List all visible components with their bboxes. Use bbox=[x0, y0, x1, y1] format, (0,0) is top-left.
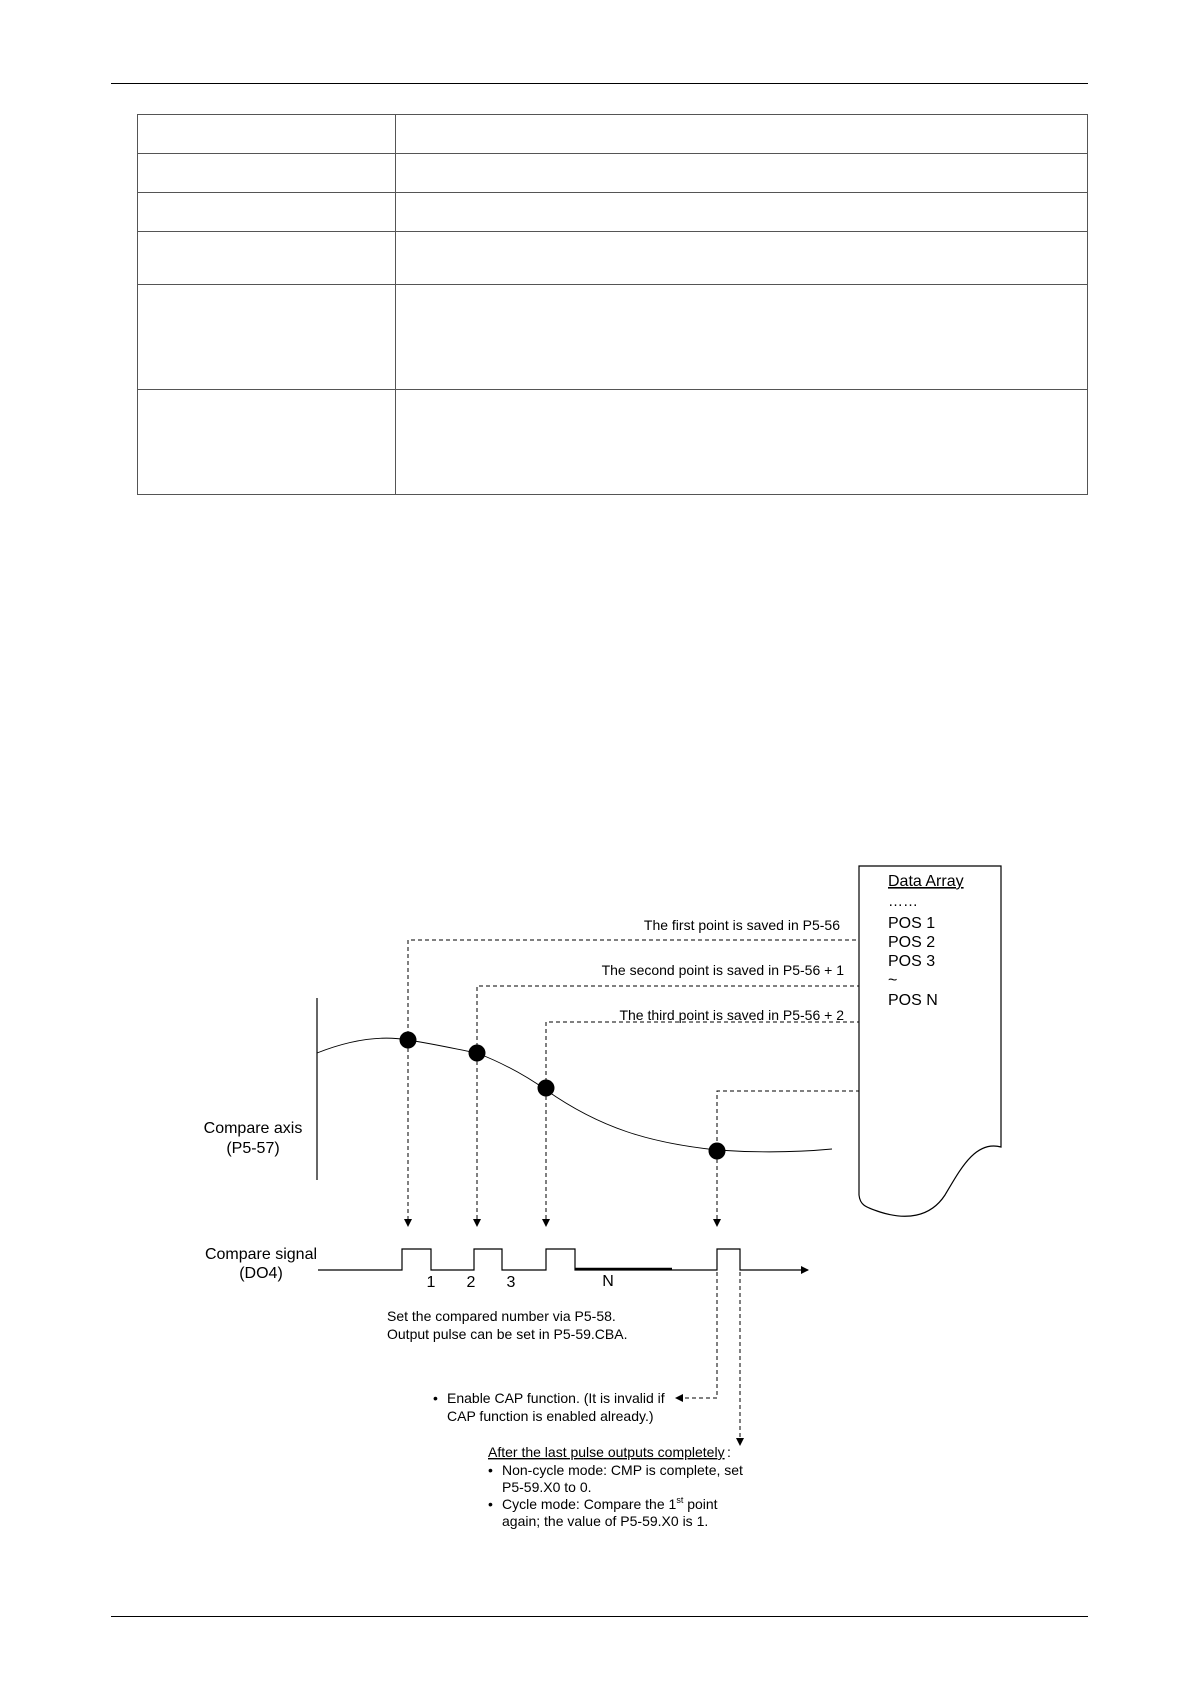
save-line-2 bbox=[476, 985, 859, 1047]
note-last-pulse-colon: : bbox=[727, 1444, 731, 1460]
compare-point-n bbox=[708, 1142, 726, 1160]
table-row bbox=[137, 153, 1088, 193]
save-line-3 bbox=[545, 1021, 859, 1082]
save-label-first: The first point is saved in P5-56 bbox=[644, 917, 840, 933]
note-cycle-a: Cycle mode: Compare the 1 bbox=[502, 1496, 677, 1512]
table-row bbox=[137, 284, 1088, 390]
save-line-n bbox=[716, 1090, 859, 1148]
data-array-item: POS 1 bbox=[888, 915, 935, 932]
parameter-name-cell bbox=[137, 389, 396, 495]
compare-point-1 bbox=[399, 1031, 417, 1049]
note-cycle-cont: again; the value of P5-59.X0 is 1. bbox=[502, 1513, 708, 1529]
table-row bbox=[137, 231, 1088, 285]
note-enable-cap-cont: CAP function is enabled already.) bbox=[447, 1408, 654, 1424]
save-line-1 bbox=[407, 939, 859, 1035]
compare-signal-waveform bbox=[318, 1248, 809, 1274]
footer-rule bbox=[111, 1616, 1088, 1617]
parameter-name-cell bbox=[137, 284, 396, 390]
note-enable-cap: Enable CAP function. (It is invalid if bbox=[447, 1390, 665, 1406]
data-array-item: POS 2 bbox=[888, 934, 935, 951]
bullet: • bbox=[488, 1462, 493, 1478]
bullet: • bbox=[488, 1496, 493, 1512]
note-compare-number: Set the compared number via P5-58. bbox=[387, 1308, 616, 1324]
parameter-name-cell bbox=[137, 192, 396, 232]
data-array-title: Data Array bbox=[888, 873, 964, 890]
note-last-pulse-heading: After the last pulse outputs completely bbox=[488, 1444, 725, 1460]
bullet: • bbox=[433, 1390, 438, 1406]
pulse-label-n: N bbox=[602, 1273, 614, 1290]
parameter-value-cell bbox=[395, 389, 1088, 495]
data-array-item: ~ bbox=[888, 972, 897, 989]
save-label-third: The third point is saved in P5-56 + 2 bbox=[619, 1007, 844, 1023]
parameter-name-cell bbox=[137, 231, 396, 285]
table-row bbox=[137, 389, 1088, 495]
header-rule bbox=[111, 83, 1088, 84]
data-array-dots: …… bbox=[888, 893, 918, 910]
data-array-item: POS 3 bbox=[888, 953, 935, 970]
compare-point-2 bbox=[468, 1044, 486, 1062]
pulse-label-3: 3 bbox=[507, 1274, 516, 1291]
note-cycle-b: point bbox=[683, 1496, 717, 1512]
data-array-box bbox=[858, 865, 1002, 1217]
pulse-label-2: 2 bbox=[467, 1274, 476, 1291]
parameter-value-cell bbox=[395, 231, 1088, 285]
data-array-item: POS N bbox=[888, 992, 938, 1009]
note-noncycle-cont: P5-59.X0 to 0. bbox=[502, 1479, 592, 1495]
parameter-value-cell bbox=[395, 153, 1088, 193]
compare-point-3 bbox=[537, 1079, 555, 1097]
note-output-pulse: Output pulse can be set in P5-59.CBA. bbox=[387, 1326, 627, 1342]
parameter-table bbox=[137, 114, 1088, 495]
pulse-label-1: 1 bbox=[427, 1274, 436, 1291]
note-cycle-sup: st bbox=[676, 1495, 684, 1505]
compare-signal-label: Compare signal bbox=[205, 1246, 317, 1263]
compare-signal-param: (DO4) bbox=[239, 1265, 283, 1282]
cap-arrow-line bbox=[675, 1272, 718, 1402]
position-curve bbox=[316, 1037, 833, 1153]
note-noncycle: Non-cycle mode: CMP is complete, set bbox=[502, 1462, 743, 1478]
compare-axis-label: Compare axis bbox=[204, 1120, 303, 1137]
save-label-second: The second point is saved in P5-56 + 1 bbox=[602, 962, 845, 978]
compare-axis-param: (P5-57) bbox=[226, 1140, 279, 1157]
note-cycle: Cycle mode: Compare the 1st point bbox=[502, 1495, 718, 1512]
parameter-value-cell bbox=[395, 284, 1088, 390]
